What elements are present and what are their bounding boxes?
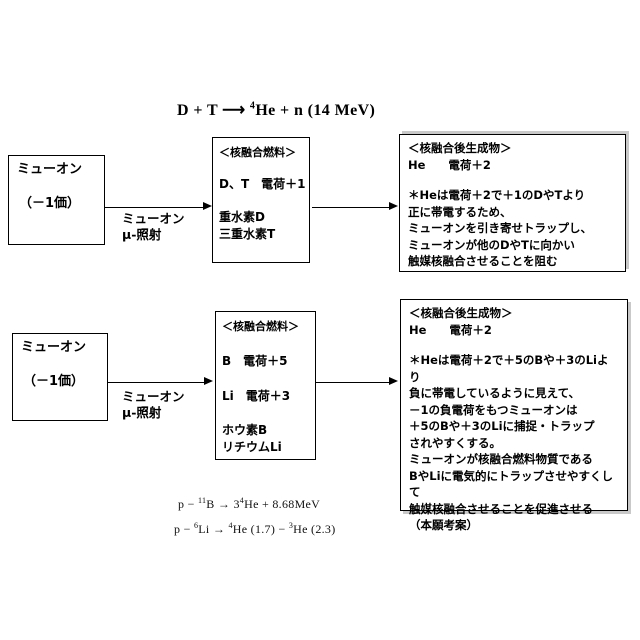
equation-proton-lithium: p − 6Li → 4He (1.7) − 3He (2.3) (174, 521, 336, 537)
fusion-product-box-row1: ＜核融合後生成物＞ He 電荷＋2 ＊Heは電荷＋2で＋1のDやTより 正に帯電… (399, 134, 626, 272)
spacer (409, 338, 619, 352)
eq-superscript: 11 (197, 496, 207, 505)
title-mass-superscript: 4 (249, 100, 256, 112)
eq-segment: He (1.7) − (232, 522, 289, 536)
fusion-fuel-box-row2: ＜核融合燃料＞ B 電荷＋5 Li 電荷＋3 ホウ素B リチウムLi (215, 311, 316, 460)
equation-proton-boron: p − 11B → 34He + 8.68MeV (178, 496, 320, 512)
eq-segment: p − (174, 522, 194, 536)
arrow-label-row1: ミューオン μ-照射 (122, 211, 185, 243)
muon-source-box-row1: ミューオン （－1価） (8, 155, 105, 245)
fuel-name-lithium: リチウムLi (222, 440, 282, 454)
product-note-line: 正に帯電するため、 (408, 204, 512, 219)
fuel-names: ホウ素B リチウムLi (222, 422, 309, 456)
title-post: He + n (14 MeV) (255, 102, 376, 119)
muon-label: ミューオン (21, 340, 87, 355)
eq-segment: He + 8.68MeV (244, 497, 321, 511)
fuel-charge-line-lithium: Li 電荷＋3 (222, 389, 291, 403)
product-note-line: （本願考案） (409, 518, 478, 532)
eq-superscript: 4 (228, 521, 233, 530)
fuel-box-header: ＜核融合燃料＞ (222, 320, 299, 333)
arrow-right-icon (312, 202, 398, 211)
arrow-right-icon (316, 377, 398, 386)
fusion-fuel-box-row1: ＜核融合燃料＞ D、T 電荷＋1 重水素D 三重水素T (212, 137, 310, 263)
product-note-line: されやすくする。 (409, 435, 501, 450)
product-note-line: 負に帯電しているように見えて、 (409, 386, 581, 400)
eq-segment: He (2.3) (293, 522, 336, 536)
spacer (408, 173, 617, 187)
muon-label: ミューオン (17, 162, 83, 177)
product-note-line: ＋5のBや＋3のLiに捕捉・トラップ (409, 419, 595, 433)
product-note-line: ミューオンが核融合燃料物質である (409, 452, 593, 466)
fuel-name-tritium: 三重水素T (219, 227, 276, 241)
product-note-line: ミューオンを引き寄せトラップし、 (408, 221, 592, 235)
fuel-name-deuterium: 重水素D (219, 210, 265, 224)
product-box-header: ＜核融合後生成物＞ (409, 306, 513, 320)
product-note-line: 触媒核融合させることを促進させる (409, 501, 593, 516)
eq-segment: p − (178, 497, 198, 511)
arrow-right-icon (104, 202, 212, 211)
muon-source-box-row2: ミューオン （－1価） (12, 333, 108, 421)
product-note-line: ミューオンが他のDやTに向かい (408, 237, 575, 252)
fuel-box-header: ＜核融合燃料＞ (219, 146, 296, 159)
title-reaction-equation: D + T ⟶ 4He + n (14 MeV) (177, 100, 375, 120)
fuel-name-boron: ホウ素B (222, 423, 268, 437)
product-note-line: ＊Heは電荷＋2で＋1のDやTより (408, 188, 586, 202)
eq-superscript: 6 (193, 521, 199, 530)
eq-segment: Li → (198, 522, 229, 536)
product-note-line: 触媒核融合させることを阻む (408, 254, 558, 268)
fusion-product-box-row2: ＜核融合後生成物＞ He 電荷＋2 ＊Heは電荷＋2で＋5のBや＋3のLiより … (400, 299, 628, 532)
product-note-line: ＊Heは電荷＋2で＋5のBや＋3のLiより (409, 353, 609, 384)
eq-segment: B → 3 (206, 497, 240, 511)
muon-charge-label: （－1価） (19, 196, 81, 211)
fuel-charge-line-boron: B 電荷＋5 (222, 354, 288, 368)
title-pre: D + T ⟶ (177, 102, 250, 119)
eq-superscript: 4 (239, 496, 245, 505)
arrow-label-irradiation: μ-照射 (122, 227, 162, 242)
product-charge-line: He 電荷＋2 (409, 322, 492, 337)
product-note-line: －1の負電荷をもつミューオンは (409, 402, 578, 417)
arrow-right-icon (107, 377, 213, 386)
arrow-label-muon: ミューオン (122, 211, 185, 226)
arrow-label-irradiation: μ-照射 (122, 405, 162, 420)
product-box-header: ＜核融合後生成物＞ (408, 141, 512, 155)
eq-superscript: 3 (288, 521, 294, 530)
muon-charge-label: （－1価） (23, 374, 85, 389)
arrow-label-row2: ミューオン μ-照射 (122, 389, 185, 421)
fuel-charge-line: D、T 電荷＋1 (219, 177, 306, 191)
product-charge-line: He 電荷＋2 (408, 157, 491, 172)
fuel-names: 重水素D 三重水素T (219, 209, 303, 243)
product-note-line: BやLiに電気的にトラップさせやすくして (409, 468, 614, 500)
arrow-label-muon: ミューオン (122, 389, 185, 404)
